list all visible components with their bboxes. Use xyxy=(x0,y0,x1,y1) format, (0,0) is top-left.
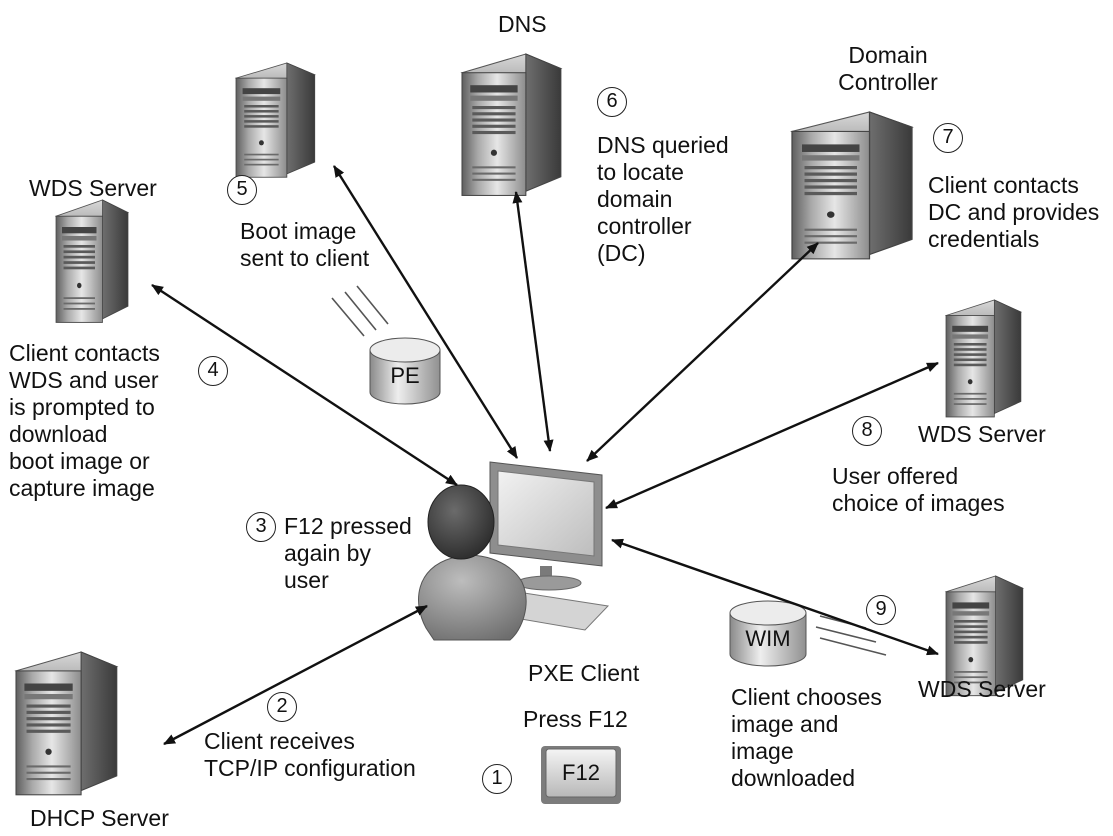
step-8-text: User offered choice of images xyxy=(832,463,1005,517)
wds-server-right-label: WDS Server xyxy=(918,421,1046,447)
pxe-client-label: PXE Client xyxy=(528,660,640,686)
step-number-9: 9 xyxy=(866,595,896,625)
f12-key-label: F12 xyxy=(562,760,600,785)
step-5-text: Boot image sent to client xyxy=(240,218,369,272)
arrow-step-2 xyxy=(163,604,428,746)
step-number-8: 8 xyxy=(852,416,882,446)
step-9-line: image xyxy=(731,738,794,764)
step-2-line: TCP/IP configuration xyxy=(204,755,416,781)
wds-server-left-label: WDS Server xyxy=(29,175,157,201)
dns-label: DNS xyxy=(498,11,547,37)
wds-server-left-icon xyxy=(55,199,129,323)
step-number-5: 5 xyxy=(227,175,257,205)
domain-controller-label-line: Domain xyxy=(848,42,928,68)
step-7-line: Client contacts xyxy=(928,172,1079,198)
step-7-line: DC and provides xyxy=(928,199,1100,225)
boot-image-server-icon xyxy=(235,62,316,178)
step-6-line: domain xyxy=(597,186,673,212)
step-6-line: DNS queried xyxy=(597,132,729,158)
wim-disk-label: WIM xyxy=(745,626,791,651)
step-8-line: User offered xyxy=(832,463,959,489)
step-4-line: WDS and user xyxy=(9,367,159,393)
pxe-client-icon xyxy=(418,461,610,641)
step-5-line: sent to client xyxy=(240,245,370,271)
step-4-line: boot image or xyxy=(9,448,150,474)
step-9-line: downloaded xyxy=(731,765,856,791)
connection-arrows xyxy=(151,165,939,746)
step-1-text: Press F12 xyxy=(523,706,628,733)
step-3-text: F12 pressed again by user xyxy=(284,513,412,594)
step-4-text: Client contacts WDS and user is prompted… xyxy=(9,340,160,502)
step-6-line: controller xyxy=(597,213,692,239)
domain-controller-server-icon xyxy=(791,111,913,260)
step-7-line: credentials xyxy=(928,226,1040,252)
step-number-7: 7 xyxy=(933,123,963,153)
step-3-line: user xyxy=(284,567,329,593)
step-8-line: choice of images xyxy=(832,490,1005,516)
step-4-line: is prompted to xyxy=(9,394,155,420)
step-number-6: 6 xyxy=(597,87,627,117)
dhcp-server-label: DHCP Server xyxy=(30,805,169,831)
wds-server-bottom-label: WDS Server xyxy=(918,676,1046,702)
domain-controller-label-line: Controller xyxy=(838,69,938,95)
step-1-line: Press F12 xyxy=(523,706,628,732)
step-4-line: Client contacts xyxy=(9,340,160,366)
step-3-line: again by xyxy=(284,540,371,566)
arrow-step-6 xyxy=(512,191,554,452)
domain-controller-label: Domain Controller xyxy=(833,42,943,96)
dns-server-icon xyxy=(461,53,562,196)
step-9-line: image and xyxy=(731,711,839,737)
step-number-3: 3 xyxy=(246,512,276,542)
arrow-step-7 xyxy=(586,242,819,462)
step-6-text: DNS queried to locate domain controller … xyxy=(597,132,729,267)
step-number-1: 1 xyxy=(482,764,512,794)
step-number-2: 2 xyxy=(267,692,297,722)
step-9-line: Client chooses xyxy=(731,684,882,710)
arrow-step-5 xyxy=(332,165,519,459)
step-2-text: Client receives TCP/IP configuration xyxy=(204,728,416,782)
step-2-line: Client receives xyxy=(204,728,355,754)
pe-disk-label: PE xyxy=(390,363,420,388)
step-3-line: F12 pressed xyxy=(284,513,412,539)
step-number-4: 4 xyxy=(198,356,228,386)
step-5-line: Boot image xyxy=(240,218,357,244)
step-6-line: (DC) xyxy=(597,240,646,266)
pe-motion-lines xyxy=(331,285,389,337)
step-4-line: capture image xyxy=(9,475,155,501)
wds-server-right-icon xyxy=(945,299,1022,418)
step-4-line: download xyxy=(9,421,108,447)
f12-key-icon xyxy=(541,746,621,804)
arrow-step-9 xyxy=(611,538,939,656)
arrow-step-8 xyxy=(605,361,939,510)
step-9-text: Client chooses image and image downloade… xyxy=(731,684,882,792)
step-6-line: to locate xyxy=(597,159,684,185)
dhcp-server-icon xyxy=(15,651,118,796)
step-7-text: Client contacts DC and provides credenti… xyxy=(928,172,1099,253)
